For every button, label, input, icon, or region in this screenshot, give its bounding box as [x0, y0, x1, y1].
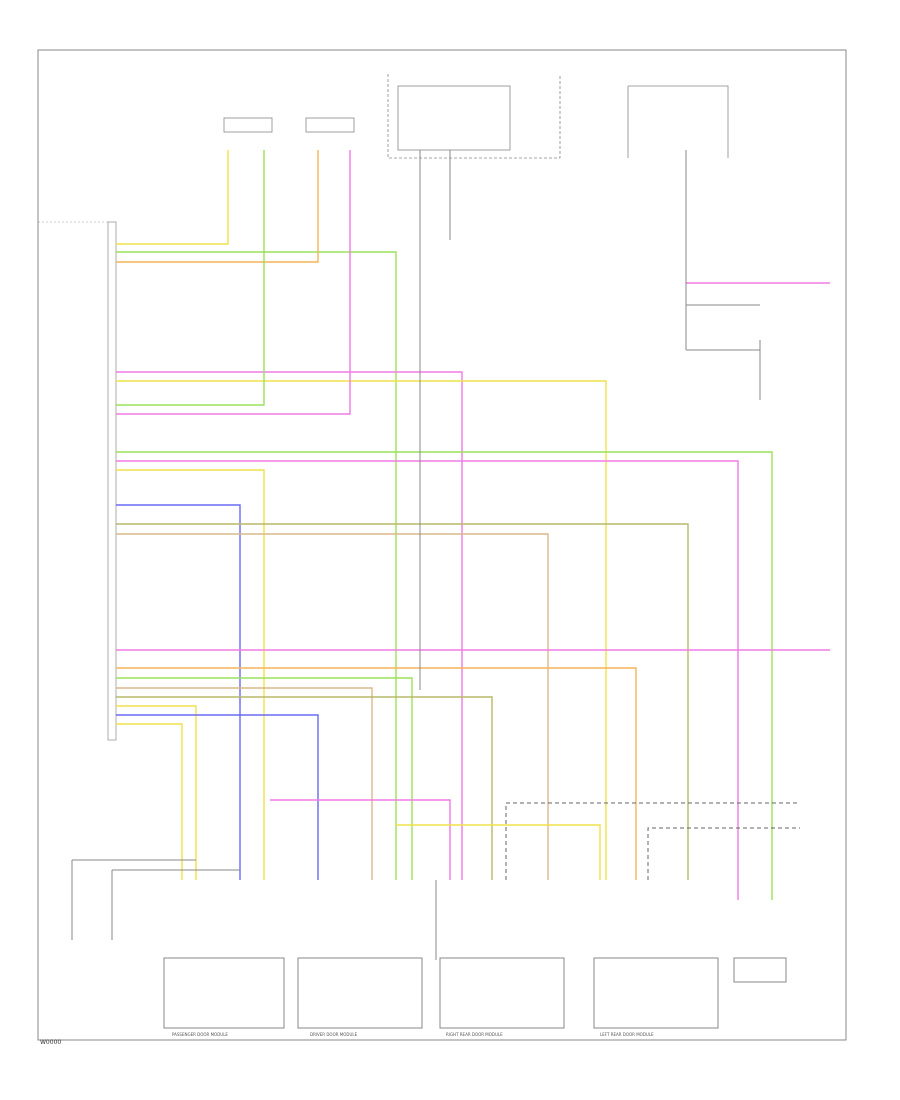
wire-orange-2 — [116, 667, 637, 880]
door-modules — [163, 957, 787, 1029]
wire-yellow-1 — [116, 150, 229, 245]
wire-blue-2 — [116, 714, 319, 880]
wire-tan-1 — [116, 533, 549, 880]
left-rear-door-module-box — [593, 957, 719, 1029]
top-connectors — [223, 74, 729, 159]
wire-orange-1 — [116, 150, 319, 263]
wire-pink-5 — [270, 799, 451, 880]
diagram-frame — [37, 49, 847, 1041]
reference-wires — [71, 150, 761, 960]
passenger-door-module-box — [163, 957, 285, 1029]
right-rear-door-module-box — [439, 957, 565, 1029]
diagram-footer-code: W0000 — [40, 1039, 62, 1046]
wire-green-1 — [116, 251, 397, 880]
wire-pink-2 — [116, 150, 351, 415]
wire-yellow-2 — [116, 380, 607, 880]
body-control-module-connector — [38, 221, 117, 741]
wire-green-4 — [116, 677, 413, 880]
wire-yellow-4 — [116, 705, 197, 880]
wire-tan-2 — [116, 687, 373, 880]
wire-yellow-5 — [116, 723, 183, 880]
wire-green-3 — [116, 451, 773, 900]
wire-pink-3 — [116, 460, 739, 900]
module-label-passenger-door: PASSENGER DOOR MODULE — [172, 1032, 228, 1037]
rear-module-box — [733, 957, 787, 983]
wire-olive-2 — [116, 696, 493, 880]
wire-pink-1 — [116, 371, 463, 880]
wire-olive-1 — [116, 523, 689, 880]
wire-yellow-6 — [396, 824, 601, 880]
wire-blue-1 — [116, 504, 241, 880]
module-label-left-rear-door: LEFT REAR DOOR MODULE — [600, 1032, 654, 1037]
module-label-driver-door: DRIVER DOOR MODULE — [310, 1032, 358, 1037]
dashed-ground-lines — [505, 802, 800, 880]
driver-door-module-box — [297, 957, 423, 1029]
signal-wires — [116, 150, 830, 900]
wire-yellow-3 — [116, 469, 265, 880]
module-label-right-rear-door: RIGHT REAR DOOR MODULE — [446, 1032, 503, 1037]
wire-green-2 — [116, 150, 265, 406]
